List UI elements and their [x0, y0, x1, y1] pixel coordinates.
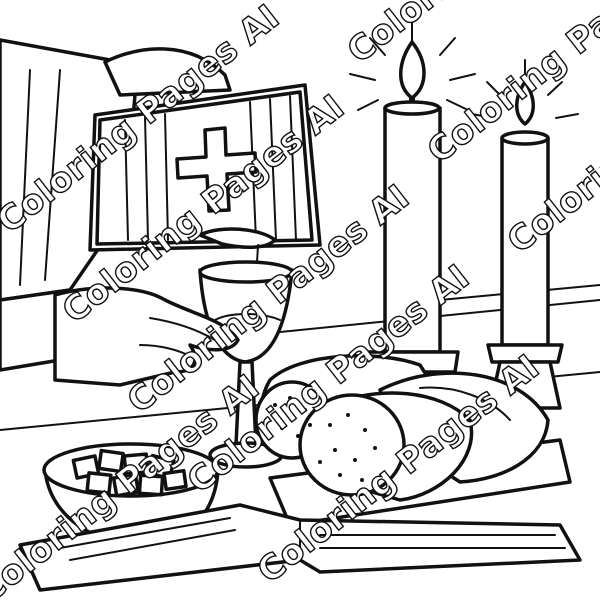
chalice — [198, 260, 294, 469]
flame-icon — [515, 80, 535, 126]
prayer-book — [88, 83, 322, 252]
tall-candle — [349, 19, 476, 374]
short-candle — [471, 59, 579, 410]
cross-icon — [175, 126, 258, 213]
bread-cubes — [71, 448, 188, 498]
hand — [53, 286, 240, 387]
flame-icon — [399, 40, 426, 100]
bread — [254, 353, 550, 502]
pouring-spout — [198, 227, 277, 249]
open-book — [18, 503, 582, 592]
